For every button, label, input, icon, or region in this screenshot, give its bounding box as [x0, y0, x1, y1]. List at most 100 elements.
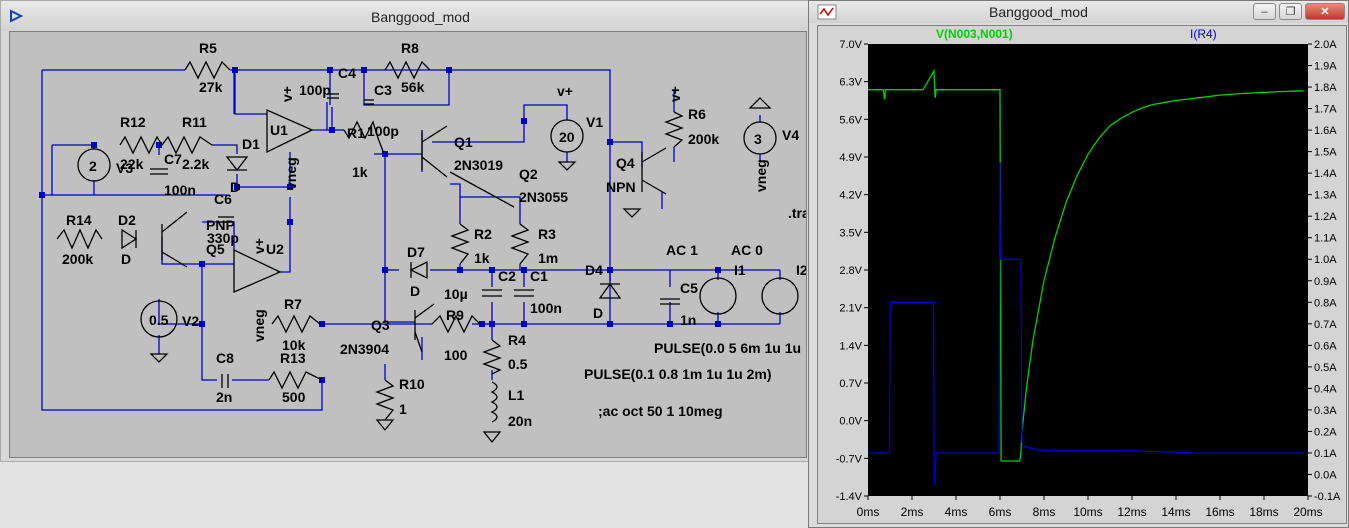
x-tick-label: 12ms	[1117, 505, 1146, 519]
pulse-directive-2: PULSE(0.1 0.8 1m 1u 1u 2m)	[584, 366, 772, 382]
c2-value: 10µ	[444, 286, 468, 302]
x-tick-label: 2ms	[901, 505, 924, 519]
i2-source	[761, 277, 799, 315]
r5-name: R5	[199, 40, 217, 56]
r8-name: R8	[401, 40, 419, 56]
v4-name: V4	[782, 127, 799, 143]
y-right-tick-label: 0.9A	[1314, 276, 1337, 288]
c2-name: C2	[498, 268, 516, 284]
x-tick-label: 6ms	[989, 505, 1012, 519]
d2-value: D	[121, 251, 131, 267]
vneg-label-1: vneg	[283, 157, 299, 190]
r5-value: 27k	[199, 79, 223, 95]
q2-value: 2N3055	[519, 189, 568, 205]
c4-value: 100p	[299, 82, 331, 98]
minimize-button[interactable]: –	[1253, 3, 1276, 20]
q3-name: Q3	[371, 317, 390, 333]
close-button[interactable]: ✕	[1305, 3, 1345, 20]
c6-name: C6	[214, 191, 232, 207]
legend-voltage-trace[interactable]: V(N003,N001)	[936, 27, 1013, 41]
r9-name: R9	[446, 307, 464, 323]
schematic-wires	[41, 69, 781, 411]
y-left-tick-label: 7.0V	[839, 39, 862, 51]
l1-inductor	[490, 381, 498, 423]
c1-value: 100n	[530, 300, 562, 316]
traces	[868, 68, 1304, 486]
y-right-tick-label: 1.6A	[1314, 125, 1337, 137]
vplus-label-4: v+	[251, 238, 267, 254]
q4-value: NPN	[606, 179, 636, 195]
c6-value: 330p	[207, 230, 239, 246]
c5-name: C5	[680, 280, 698, 296]
waveform-app-icon	[817, 4, 837, 20]
r2-resistor	[450, 223, 470, 265]
c5-value: 1n	[680, 312, 696, 328]
r4-name: R4	[508, 332, 526, 348]
r12-name: R12	[120, 114, 146, 130]
c3-value: 100p	[367, 123, 399, 139]
x-tick-label: 8ms	[1033, 505, 1056, 519]
legend-current-trace[interactable]: I(R4)	[1190, 27, 1217, 41]
waveform-titlebar[interactable]: Banggood_mod – ❐ ✕	[809, 1, 1348, 23]
y-right-tick-label: 1.5A	[1314, 147, 1337, 159]
c1-name: C1	[530, 268, 548, 284]
d1-diode	[225, 156, 249, 172]
r3-value: 1m	[538, 250, 558, 266]
q1-name: Q1	[454, 134, 473, 150]
d1-value: D	[230, 179, 240, 195]
x-tick-label: 10ms	[1073, 505, 1102, 519]
y-right-tick-label: 1.2A	[1314, 211, 1337, 223]
y-right-tick-label: -0.1A	[1314, 491, 1341, 503]
vplus-label-3: v+	[667, 86, 683, 102]
u1-opamp	[266, 108, 314, 154]
r11-resistor	[161, 135, 213, 155]
r2-value: 1k	[474, 250, 490, 266]
d7-value: D	[410, 283, 420, 299]
r1-resistor	[343, 120, 385, 155]
r4-value: 0.5	[508, 356, 528, 372]
y-right-tick-label: 0.6A	[1314, 340, 1337, 352]
r9-resistor	[431, 314, 481, 334]
c7-name: C7	[164, 151, 182, 167]
y-right-tick-label: 0.1A	[1314, 448, 1337, 460]
vplus-label-1: v+	[557, 83, 573, 99]
x-tick-label: 0ms	[857, 505, 880, 519]
y-left-tick-label: 2.1V	[839, 303, 862, 315]
ac-directive: ;ac oct 50 1 10meg	[598, 403, 723, 419]
r7-name: R7	[284, 296, 302, 312]
schematic-titlebar[interactable]: Banggood_mod	[1, 1, 810, 31]
r11-value: 2.2k	[182, 156, 209, 172]
x-tick-label: 14ms	[1161, 505, 1190, 519]
v1-source	[550, 119, 584, 153]
i1-source	[699, 277, 737, 315]
y-right-tick-label: 0.7A	[1314, 319, 1337, 331]
q3-value: 2N3904	[340, 341, 389, 357]
waveform-chart[interactable]: 7.0V6.3V5.6V4.9V4.2V3.5V2.8V2.1V1.4V0.7V…	[818, 26, 1346, 523]
u1-name: U1	[270, 122, 288, 138]
v1-name: V1	[586, 114, 603, 130]
v3-source	[77, 148, 111, 182]
x-tick-label: 4ms	[945, 505, 968, 519]
current-trace-line	[868, 162, 1304, 486]
i2-name: I2	[796, 262, 806, 278]
restore-button[interactable]: ❐	[1279, 3, 1302, 20]
r13-resistor	[268, 370, 323, 390]
d7-diode	[409, 260, 428, 280]
schematic-title: Banggood_mod	[371, 9, 470, 25]
vneg-label-2: vneg	[251, 309, 267, 342]
schematic-window[interactable]: Banggood_mod	[0, 0, 811, 462]
l1-value: 20n	[508, 413, 532, 429]
y-right-tick-label: 2.0A	[1314, 39, 1337, 51]
q1-value: 2N3019	[454, 157, 503, 173]
y-right-tick-label: 1.1A	[1314, 233, 1337, 245]
r3-name: R3	[538, 226, 556, 242]
schematic-junctions	[39, 67, 721, 383]
schematic-canvas[interactable]: R5 27k C4 100p R8 56k C3 100p R12 22k R1…	[9, 31, 807, 458]
waveform-title: Banggood_mod	[989, 4, 1088, 20]
r2-name: R2	[474, 226, 492, 242]
l1-name: L1	[508, 387, 525, 403]
i1-value: AC 1	[666, 242, 698, 258]
r6-name: R6	[688, 106, 706, 122]
